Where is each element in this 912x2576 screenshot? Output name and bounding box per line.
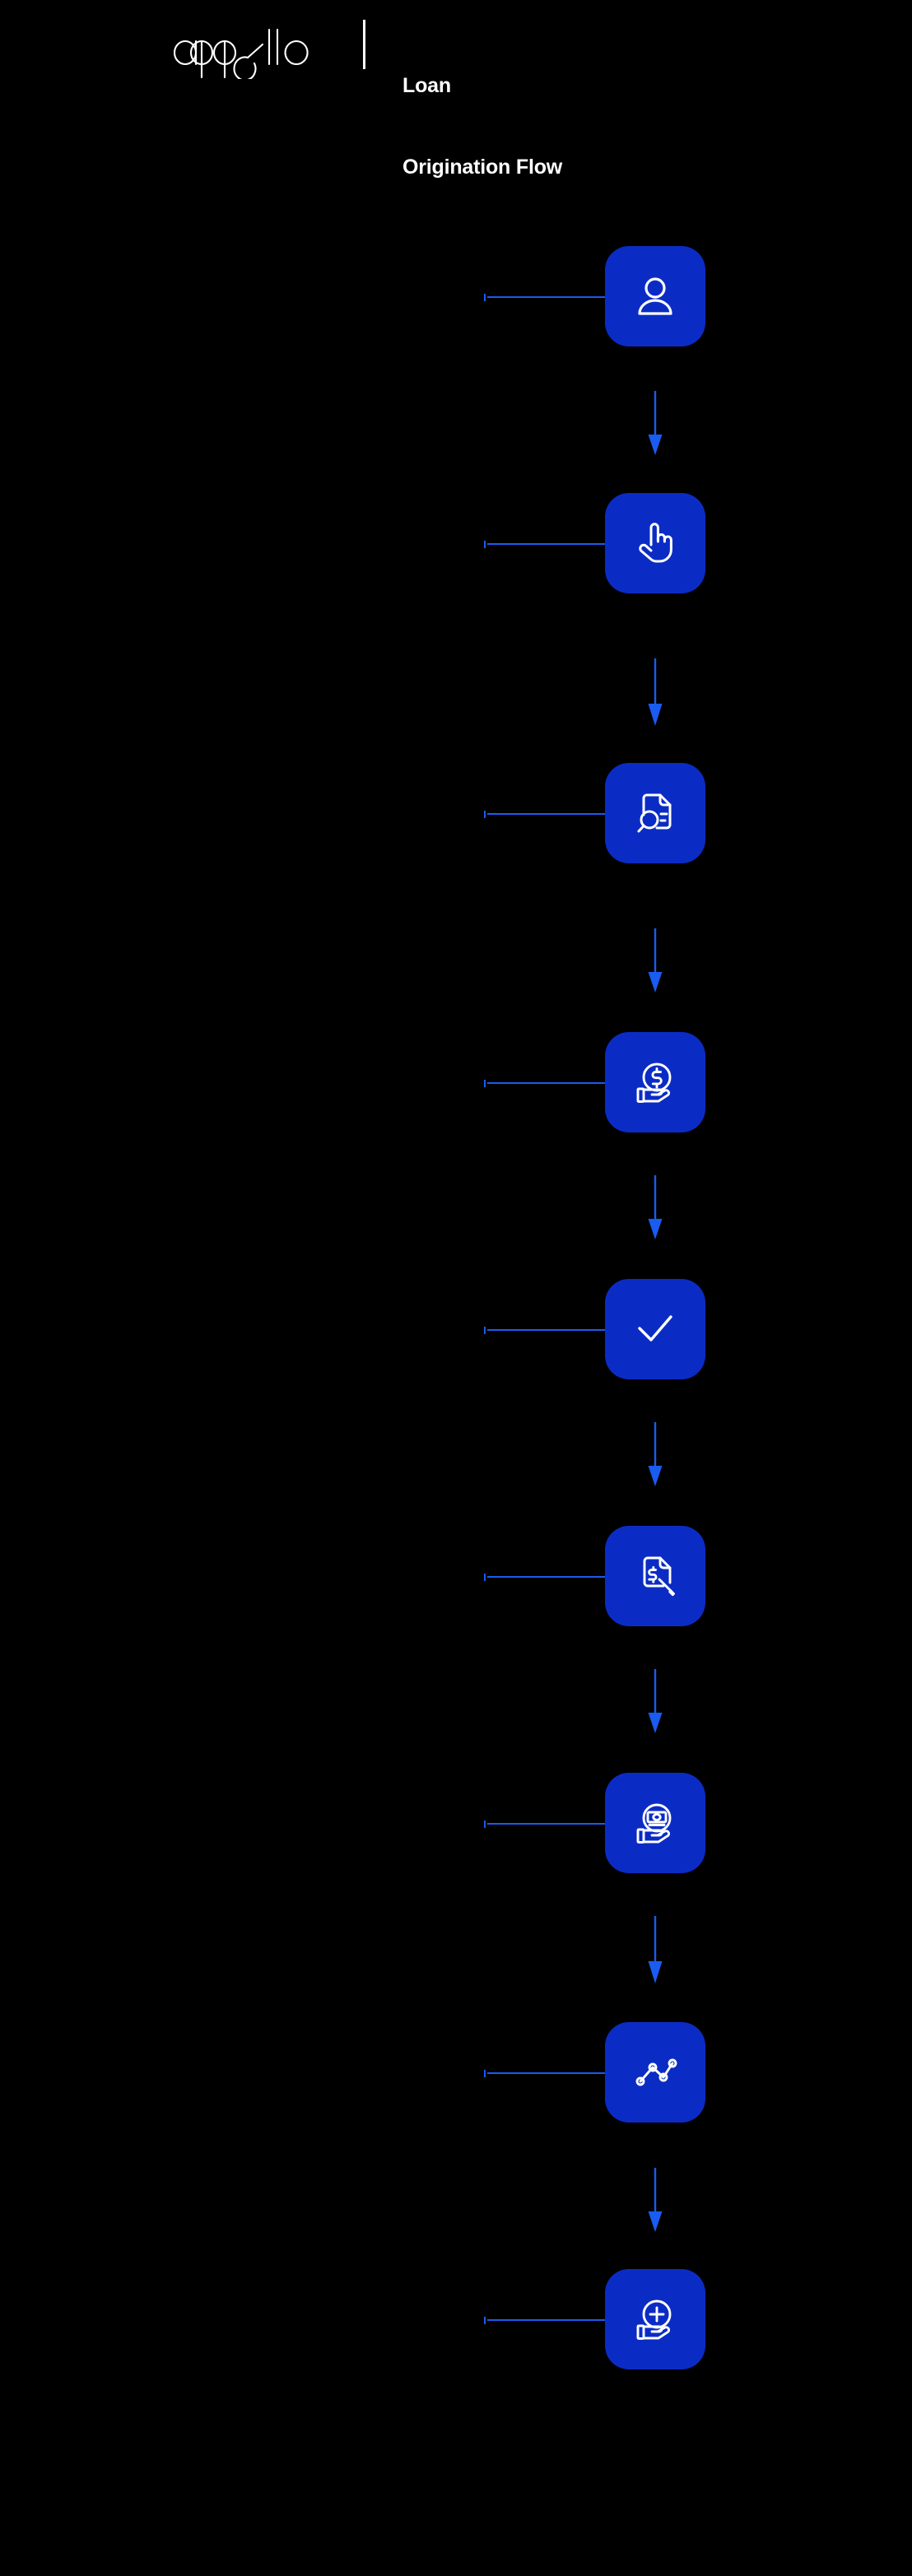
flow-arrow-8 bbox=[641, 2168, 669, 2232]
connector-rule bbox=[487, 2319, 616, 2321]
step-tile-7[interactable] bbox=[605, 1773, 705, 1873]
step-connector-8 bbox=[484, 2070, 616, 2077]
connector-cap-icon bbox=[484, 294, 486, 301]
step-connector-4 bbox=[484, 1080, 616, 1087]
connector-rule bbox=[487, 1082, 616, 1084]
step-tile-1[interactable] bbox=[605, 246, 705, 346]
step-connector-9 bbox=[484, 2317, 616, 2324]
page-header: Loan Origination Flow bbox=[0, 0, 912, 179]
step-tile-5[interactable] bbox=[605, 1279, 705, 1379]
header-divider bbox=[363, 20, 365, 69]
flow-arrow-4 bbox=[641, 1175, 669, 1239]
appello-logo bbox=[159, 20, 340, 81]
flow-step-3[interactable] bbox=[0, 763, 912, 868]
flow-step-1[interactable] bbox=[0, 246, 912, 351]
flow-step-5[interactable] bbox=[0, 1279, 912, 1384]
connector-cap-icon bbox=[484, 1080, 486, 1087]
step-connector-3 bbox=[484, 811, 616, 818]
flow-arrow-5 bbox=[641, 1422, 669, 1486]
connector-rule bbox=[487, 296, 616, 298]
connector-cap-icon bbox=[484, 811, 486, 818]
flow-step-9[interactable] bbox=[0, 2269, 912, 2374]
step-tile-6[interactable] bbox=[605, 1526, 705, 1626]
document-dollar-pen-icon bbox=[629, 1550, 682, 1602]
step-tile-4[interactable] bbox=[605, 1032, 705, 1132]
hand-cash-icon bbox=[629, 1797, 682, 1849]
flow-arrow-1 bbox=[641, 391, 669, 455]
hand-coin-dollar-icon bbox=[629, 1056, 682, 1109]
connector-rule bbox=[487, 543, 616, 545]
page-title-line-2: Origination Flow bbox=[402, 156, 563, 179]
step-tile-9[interactable] bbox=[605, 2269, 705, 2369]
connector-rule bbox=[487, 1823, 616, 1825]
step-tile-2[interactable] bbox=[605, 493, 705, 593]
step-connector-5 bbox=[484, 1327, 616, 1334]
flow-step-6[interactable] bbox=[0, 1526, 912, 1631]
flow-arrow-3 bbox=[641, 928, 669, 993]
pointer-hand-icon bbox=[629, 517, 682, 570]
connector-cap-icon bbox=[484, 2070, 486, 2077]
connector-rule bbox=[487, 1576, 616, 1578]
flow-step-4[interactable] bbox=[0, 1032, 912, 1137]
step-connector-7 bbox=[484, 1820, 616, 1828]
connector-rule bbox=[487, 813, 616, 815]
step-tile-8[interactable] bbox=[605, 2022, 705, 2123]
page-title: Loan Origination Flow bbox=[402, 18, 562, 235]
connector-rule bbox=[487, 1329, 616, 1331]
document-search-icon bbox=[629, 787, 682, 839]
user-icon bbox=[629, 270, 682, 323]
connector-cap-icon bbox=[484, 1574, 486, 1581]
page-title-line-1: Loan bbox=[402, 74, 451, 97]
flow-arrow-2 bbox=[641, 658, 669, 726]
connector-rule bbox=[487, 2072, 616, 2074]
step-connector-2 bbox=[484, 541, 616, 548]
check-icon bbox=[629, 1303, 682, 1355]
step-connector-6 bbox=[484, 1574, 616, 1581]
flow-step-7[interactable] bbox=[0, 1773, 912, 1878]
step-connector-1 bbox=[484, 294, 616, 301]
step-tile-3[interactable] bbox=[605, 763, 705, 863]
connector-cap-icon bbox=[484, 1327, 486, 1334]
connector-cap-icon bbox=[484, 2317, 486, 2324]
flow-arrow-6 bbox=[641, 1669, 669, 1733]
line-chart-icon bbox=[629, 2046, 682, 2099]
flow-step-2[interactable] bbox=[0, 493, 912, 598]
flow-arrow-7 bbox=[641, 1916, 669, 1983]
flow-step-8[interactable] bbox=[0, 2022, 912, 2127]
connector-cap-icon bbox=[484, 541, 486, 548]
connector-cap-icon bbox=[484, 1820, 486, 1828]
hand-plus-icon bbox=[629, 2293, 682, 2346]
